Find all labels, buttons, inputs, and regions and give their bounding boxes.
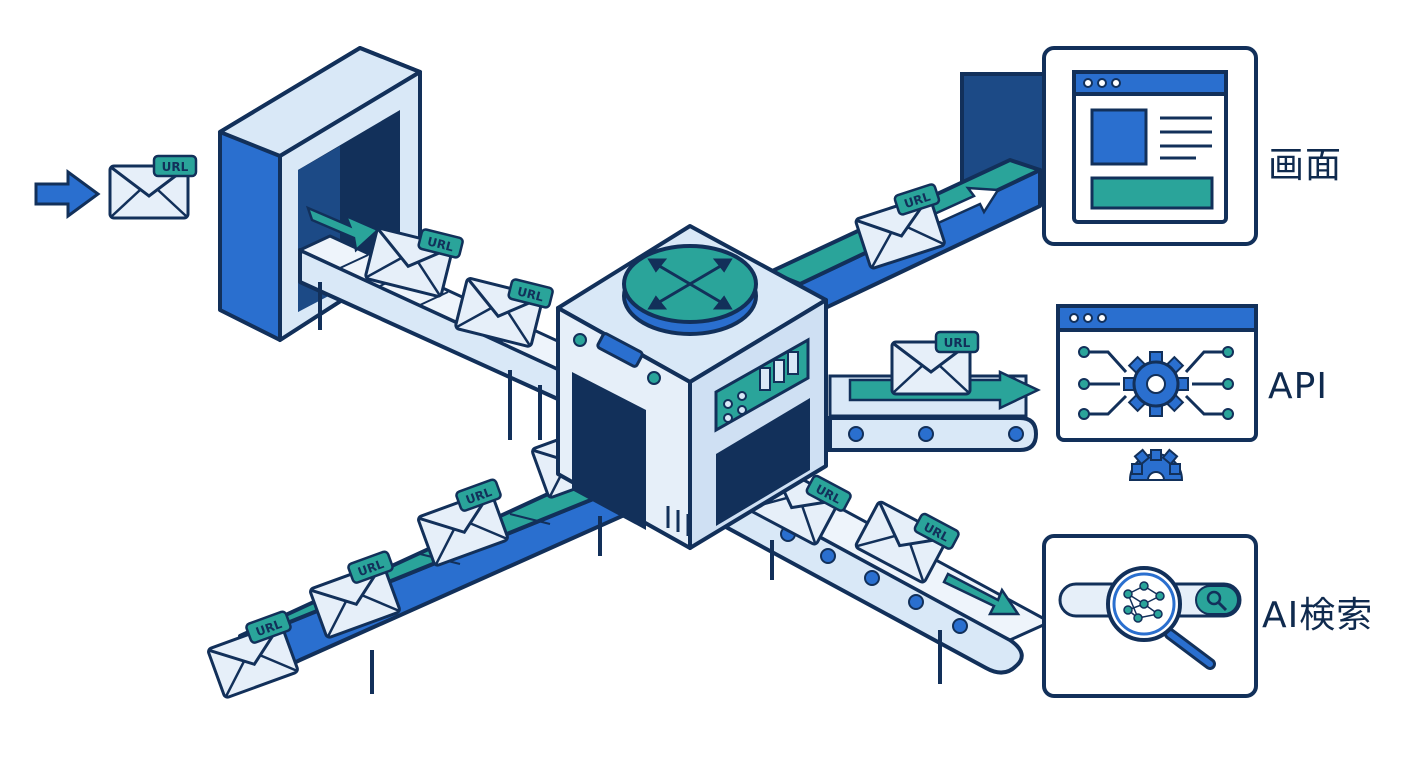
- lower-left-envelope-1: [202, 609, 308, 700]
- input-envelope-icon: [108, 154, 198, 220]
- small-gear-icon: [1128, 448, 1184, 481]
- neural-search-icon: [1058, 566, 1242, 670]
- router-hub: [556, 224, 828, 550]
- ai-output-card: [1042, 534, 1258, 698]
- api-output-card: [1056, 304, 1258, 442]
- screen-label: 画面: [1268, 145, 1343, 186]
- route-arrows-icon: [647, 258, 733, 310]
- screen-output-card: [1042, 46, 1258, 246]
- api-conveyor: [828, 370, 1041, 452]
- api-label: API: [1268, 366, 1328, 407]
- input-arrow-icon: [34, 169, 101, 219]
- api-envelope: [890, 330, 980, 396]
- ai-search-label: AI検索: [1262, 595, 1374, 636]
- lower-left-envelope-2: [304, 549, 410, 640]
- browser-window-icon: [1072, 70, 1228, 224]
- lower-left-conveyor: [238, 468, 642, 694]
- gear-circuit-icon: [1078, 346, 1234, 420]
